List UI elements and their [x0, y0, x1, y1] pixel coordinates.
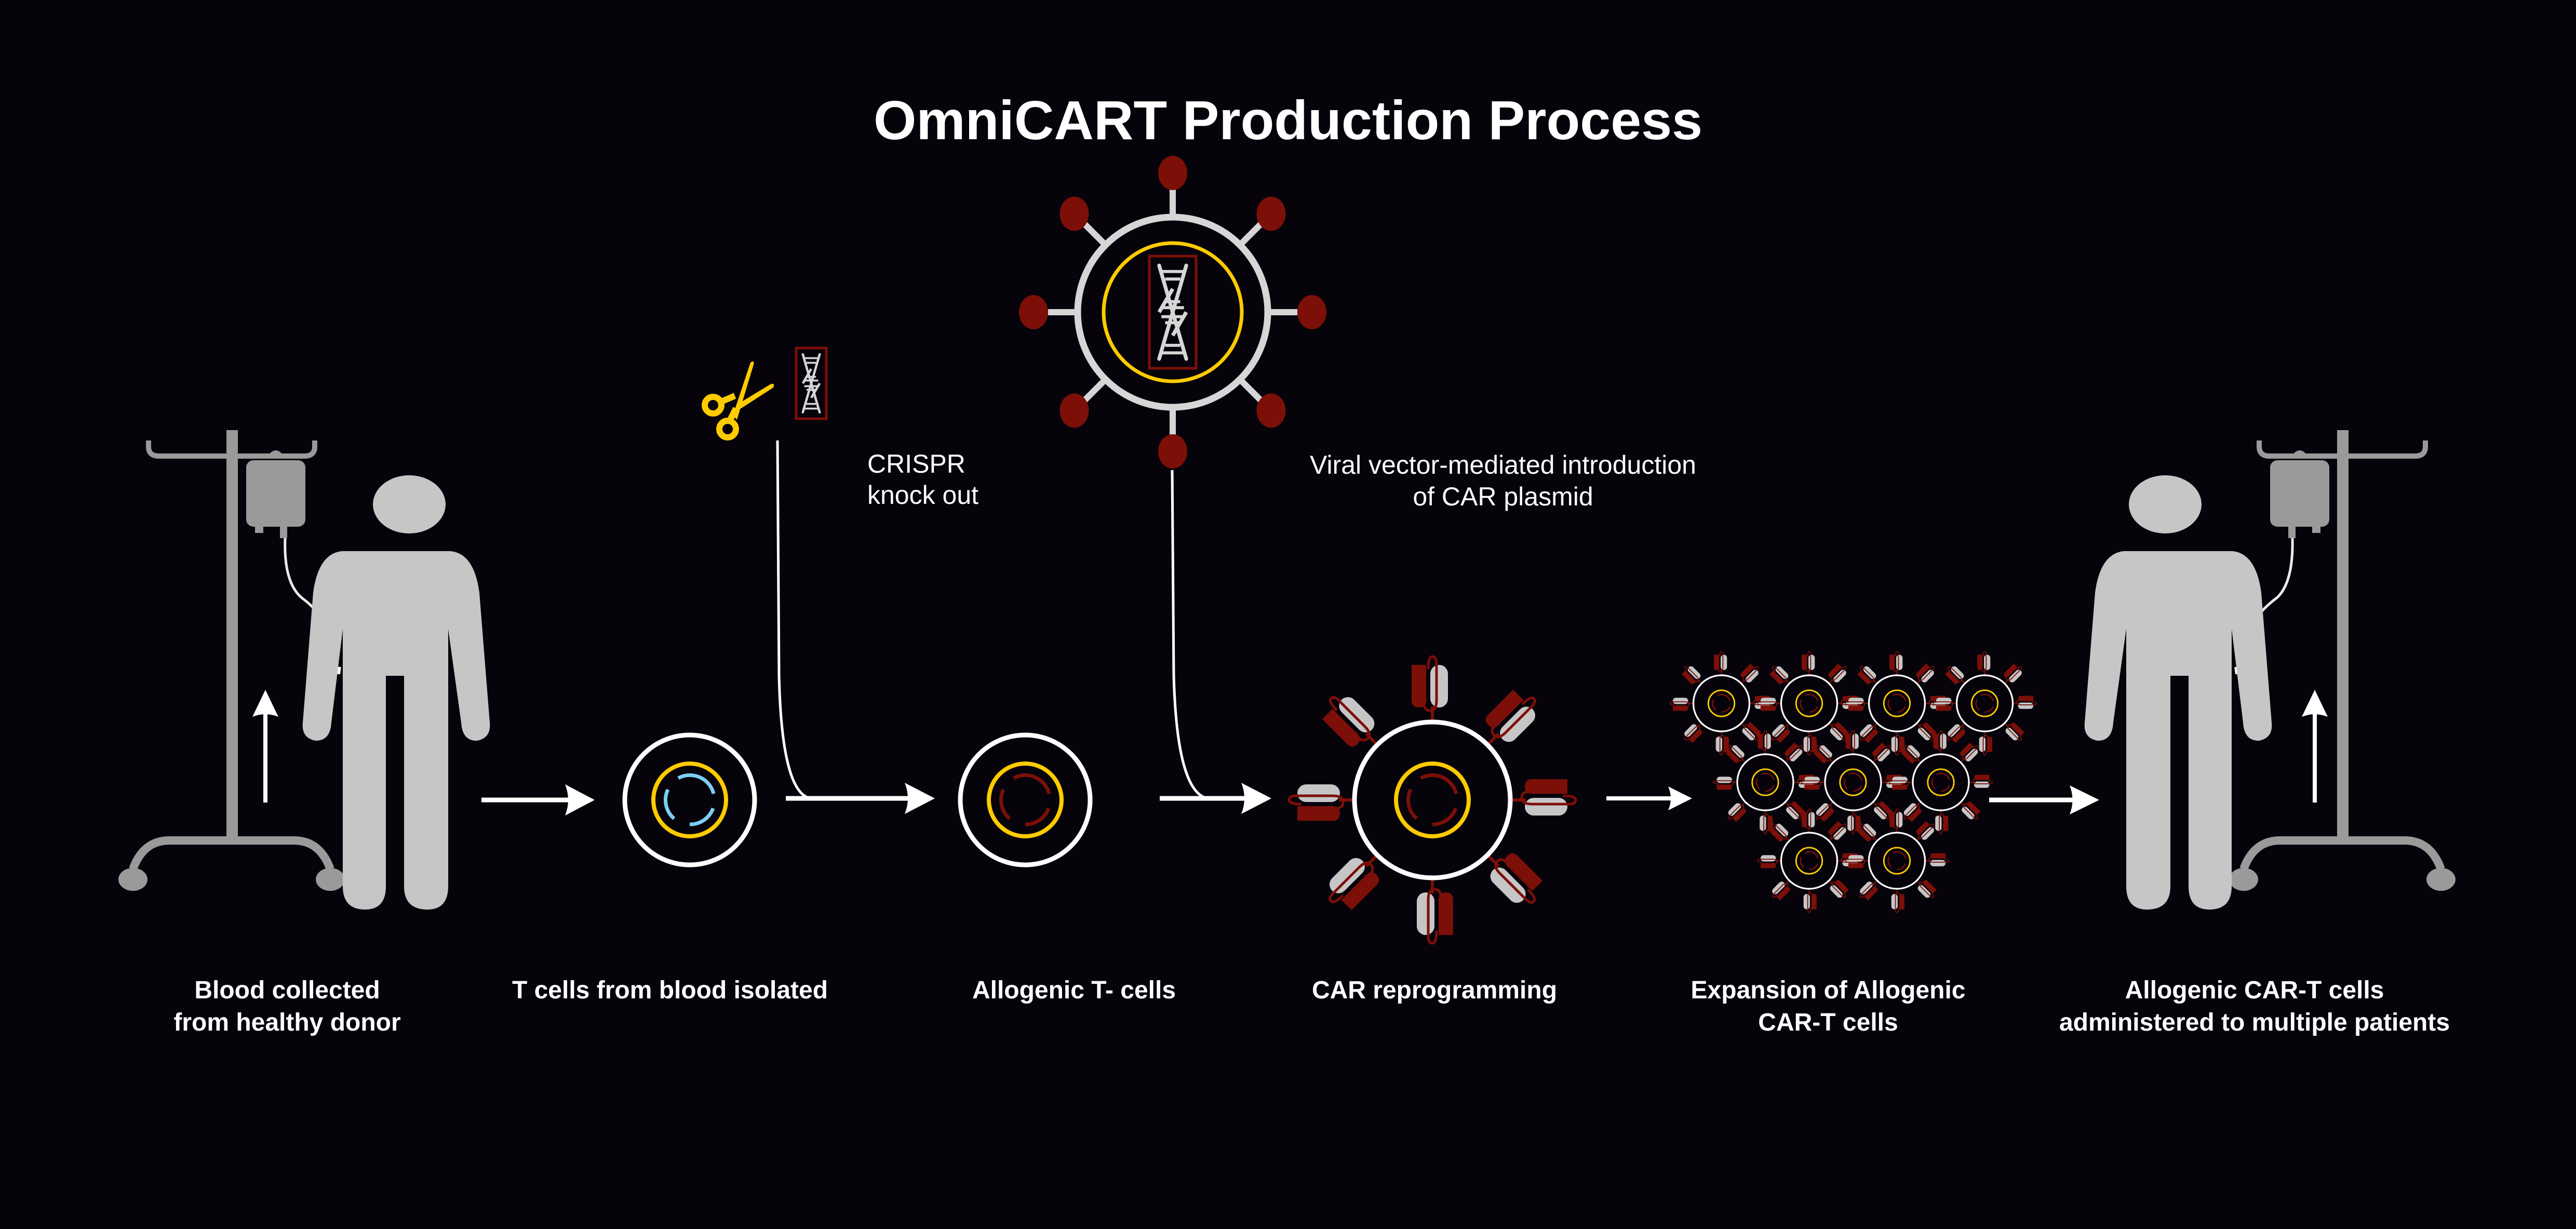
- up-arrow-icon: [252, 690, 278, 803]
- step-label-donor: Blood collected: [194, 977, 380, 1004]
- car-receptor: [1289, 784, 1353, 821]
- step-label-isolated: T cells from blood isolated: [512, 977, 828, 1004]
- expanded-car-t-cell: [1713, 730, 1818, 835]
- viral-annotation-line-1: Viral vector-mediated introduction: [1310, 450, 1696, 479]
- chromosome-dashes: [1844, 772, 1862, 792]
- car-receptor: [1890, 731, 1905, 756]
- car-receptor: [1845, 730, 1859, 755]
- step-label-patients: administered to multiple patients: [2059, 1009, 2450, 1036]
- car-receptor: [1713, 776, 1738, 791]
- chromosome-dashes: [1931, 772, 1950, 792]
- iv-bag-icon: [2270, 452, 2329, 538]
- car-receptor: [1757, 854, 1781, 869]
- car-receptor: [2013, 695, 2037, 710]
- diagram-title: OmniCART Production Process: [874, 90, 1702, 151]
- viral-vector-icon: [1019, 156, 1326, 469]
- chromosome-dashes: [1756, 772, 1775, 792]
- car-receptor: [1801, 808, 1816, 833]
- chromosome-dashes: [1800, 693, 1819, 713]
- crispr-dna-icon: [795, 346, 828, 420]
- car-receptor: [1412, 657, 1448, 721]
- virus-spikes: [1019, 156, 1326, 469]
- car-receptor: [1757, 730, 1772, 755]
- virus-spike: [1019, 295, 1078, 329]
- chromosome-dashes: [999, 773, 1051, 826]
- car-receptor: [1933, 730, 1947, 755]
- expanded-car-t-cell: [1845, 651, 1949, 756]
- chromosome-dashes: [1887, 693, 1907, 713]
- chromosome-dashes: [1975, 693, 1994, 713]
- car-receptor: [1417, 879, 1453, 943]
- viral-annotation-line-2: of CAR plasmid: [1413, 482, 1593, 511]
- scissors-icon: [702, 361, 774, 440]
- expanded-car-t-cell: [1845, 808, 1949, 913]
- virus-spike: [1238, 196, 1286, 247]
- virus-spike: [1158, 156, 1187, 217]
- car-receptor: [1715, 731, 1729, 756]
- car-receptor: [1511, 779, 1576, 816]
- virus-spike: [1158, 407, 1187, 469]
- flow-arrow-4: [1606, 786, 1692, 810]
- donor-with-iv-icon: [118, 430, 490, 910]
- flow-arrow-1: [481, 784, 595, 816]
- car-receptor: [1803, 731, 1817, 756]
- edited-t-cell-icon: [958, 732, 1093, 867]
- car-receptor: [1935, 810, 1949, 835]
- car-plasmid-dna-icon: [1159, 265, 1186, 359]
- car-receptor: [1925, 852, 1949, 867]
- expanded-car-t-cell: [1888, 730, 1993, 835]
- car-receptor: [1978, 731, 1993, 756]
- virus-spike: [1059, 196, 1108, 247]
- donor-person-icon: [302, 475, 490, 910]
- car-t-cell-cluster-icon: [1669, 651, 2037, 913]
- car-receptor: [1889, 808, 1903, 833]
- t-cell-icon: [622, 732, 757, 867]
- virus-spike: [1059, 377, 1108, 428]
- car-receptor: [1890, 888, 1905, 913]
- car-receptor: [1669, 697, 1694, 712]
- expanded-car-t-cell: [1757, 808, 1861, 913]
- up-arrow-icon: [2302, 690, 2328, 803]
- virus-spike: [1238, 377, 1286, 428]
- chromosome-dashes: [1712, 693, 1731, 713]
- flow-arrow-3: [1160, 470, 1271, 814]
- step-labels: Blood collected from healthy donor T cells…: [173, 977, 2450, 1036]
- step-label-patients: Allogenic CAR-T cells: [2125, 977, 2384, 1004]
- chromosome-dashes: [663, 773, 716, 826]
- step-label-expansion: CAR-T cells: [1758, 1009, 1898, 1036]
- car-receptor: [1803, 888, 1817, 913]
- crispr-annotation-line-1: CRISPR: [867, 449, 965, 478]
- crispr-annotation-line-2: knock out: [867, 480, 978, 510]
- car-receptor: [1977, 651, 1991, 676]
- expanded-car-t-cell: [1669, 651, 1774, 756]
- car-receptor: [1713, 651, 1728, 676]
- chromosome-dashes: [1887, 851, 1907, 871]
- step-label-expansion: Expansion of Allogenic: [1691, 977, 1966, 1004]
- car-t-cell-icon: [1289, 657, 1576, 943]
- expanded-car-t-cell: [1933, 651, 2037, 756]
- iv-bag-icon: [246, 452, 305, 538]
- car-receptor: [1801, 651, 1816, 676]
- patient-person-icon: [2084, 475, 2272, 910]
- flow-arrow-5: [1989, 785, 2099, 814]
- virus-spike: [1268, 295, 1326, 329]
- patient-with-iv-icon: [2084, 430, 2456, 910]
- flow-arrow-2: [776, 440, 935, 814]
- step-label-donor: from healthy donor: [173, 1009, 400, 1036]
- chromosome-dashes: [1406, 773, 1458, 826]
- expanded-car-t-cell: [1757, 651, 1861, 756]
- expanded-car-t-cell: [1801, 730, 1906, 835]
- chromosome-dashes: [1800, 851, 1819, 871]
- car-receptor: [1889, 651, 1903, 676]
- step-label-car: CAR reprogramming: [1312, 977, 1557, 1004]
- car-receptor: [1968, 774, 1993, 789]
- step-label-allogenic: Allogenic T- cells: [972, 977, 1176, 1004]
